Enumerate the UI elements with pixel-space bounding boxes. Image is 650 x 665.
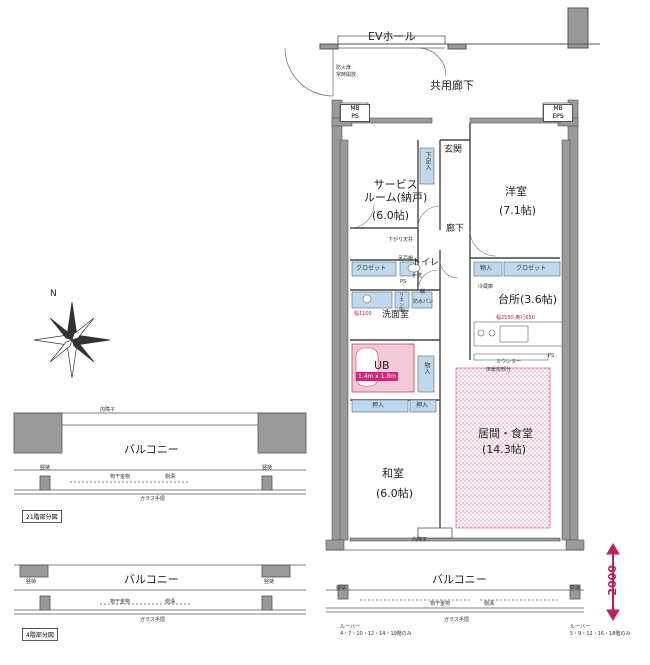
downspout-left-label: 竪樋: [336, 586, 347, 592]
ub-label: UB: [374, 359, 390, 372]
clothesline-label: 物干金物: [430, 601, 451, 607]
glass-rail-label: ガラス手摺: [444, 617, 469, 623]
counter-label: カウンター: [496, 359, 522, 365]
balcony-4f-drawing: [14, 564, 306, 615]
mb-ps-label: MB PS: [340, 104, 370, 122]
mb-eps-label: MB EPS: [543, 104, 573, 122]
dimension-2000-label: 2000: [606, 565, 619, 596]
louver-left-label: ルーバー 4・7・10・12・14・19階のみ: [340, 624, 412, 637]
shoe-rack-label: 下足入: [424, 152, 431, 170]
unit-walls: [325, 99, 585, 551]
partial-21f-caption: 21階部分図: [22, 510, 62, 523]
closet-right-label: クロゼット: [516, 265, 547, 272]
balcony-21f-drawing: [13, 412, 307, 495]
glass-rail-21f-label: ガラス手摺: [140, 496, 165, 502]
kitchen-label: 台所(3.6帖): [498, 293, 558, 306]
inner-shoji-21f-label: 内障子: [100, 407, 116, 413]
western-room-size: (7.1帖): [499, 204, 537, 217]
storage-bath-label: 物入: [423, 362, 430, 374]
fixtures: [351, 147, 563, 413]
interior-walls: [350, 123, 560, 530]
fridge-label: 冷蔵庫: [478, 284, 494, 290]
floor-heating-area: [455, 367, 551, 529]
inner-shoji-label: 内障子: [412, 537, 428, 543]
ps-label: PS: [400, 279, 407, 285]
balcony-4f-label: バルコニー: [124, 573, 179, 586]
louver-right-label: ルーバー 5・9・12・16・18階のみ: [570, 624, 631, 637]
downspout-21f-left-label: 竪樋: [40, 465, 51, 471]
washitsu-size: (6.0帖): [376, 487, 414, 500]
genkan-label: 玄関: [444, 145, 463, 155]
north-label: N: [50, 289, 57, 299]
gutter-label: 側溝: [484, 601, 495, 607]
clothesline-4f-label: 物干金物: [110, 599, 131, 605]
shelf-label: 棚: [420, 289, 426, 295]
linen-label: リネン庫: [398, 292, 404, 312]
downspout-right-label: 竪樋: [570, 586, 581, 592]
living-label: 居間・食堂: [478, 427, 533, 440]
washroom-width-label: 幅1100: [354, 311, 372, 317]
balcony-21f-label: バルコニー: [124, 443, 179, 456]
storage-kitchen-label: 物入: [480, 265, 493, 272]
lowered-ceiling-label: 下がり天井: [388, 237, 414, 243]
fire-door-label: 防火扉 常時開放: [336, 65, 357, 78]
waterproof-pan-label: 防水パン: [413, 299, 434, 305]
toilet-label: トイレ: [412, 258, 440, 268]
partial-4f-caption: 4階部分図: [22, 628, 58, 641]
kitchen-dimension-label: 幅2550 奥行650: [496, 315, 535, 321]
ps-kitchen-label: PS: [548, 353, 555, 359]
handwash-label: 手洗: [412, 273, 423, 279]
gutter-21f-label: 側溝: [165, 474, 176, 480]
washroom-label: 洗面室: [382, 310, 410, 320]
glass-rail-4f-label: ガラス手摺: [140, 617, 165, 623]
downspout-4f-left-label: 竪樋: [26, 579, 37, 585]
balcony-label: バルコニー: [432, 573, 487, 586]
floor-heating-label: 床暖房部分: [486, 367, 512, 373]
ev-hall-label: EVホール: [368, 30, 416, 43]
interior-door-swings: [349, 203, 497, 291]
wall-cabinet-label: 吊戸棚: [398, 256, 414, 262]
clothesline-21f-label: 物干金物: [110, 474, 131, 480]
oshiire-right-label: 押入: [416, 402, 429, 409]
ub-size-label: 1.4m x 1.8m: [356, 372, 399, 381]
north-compass-icon: [33, 301, 111, 379]
closet-left-label: クロゼット: [356, 265, 387, 272]
gutter-4f-label: 側溝: [165, 599, 176, 605]
corridor-label: 廊下: [446, 224, 465, 234]
oshiire-left-label: 押入: [372, 402, 385, 409]
ceiling-height-arrow: [606, 543, 620, 621]
western-room-label: 洋室: [505, 185, 527, 198]
service-room-size: (6.0帖): [372, 209, 410, 222]
service-room-label: サービス ルーム(納戸): [364, 178, 428, 204]
fire-door-swing: [284, 47, 447, 97]
ev-hall-walls: [319, 7, 600, 50]
living-size: (14.3帖): [482, 443, 527, 456]
common-corridor-label: 共用廊下: [430, 79, 474, 92]
main-balcony: [326, 527, 584, 613]
downspout-4f-right-label: 竪樋: [264, 579, 275, 585]
downspout-21f-right-label: 竪樋: [262, 465, 273, 471]
washitsu-label: 和室: [382, 467, 404, 480]
